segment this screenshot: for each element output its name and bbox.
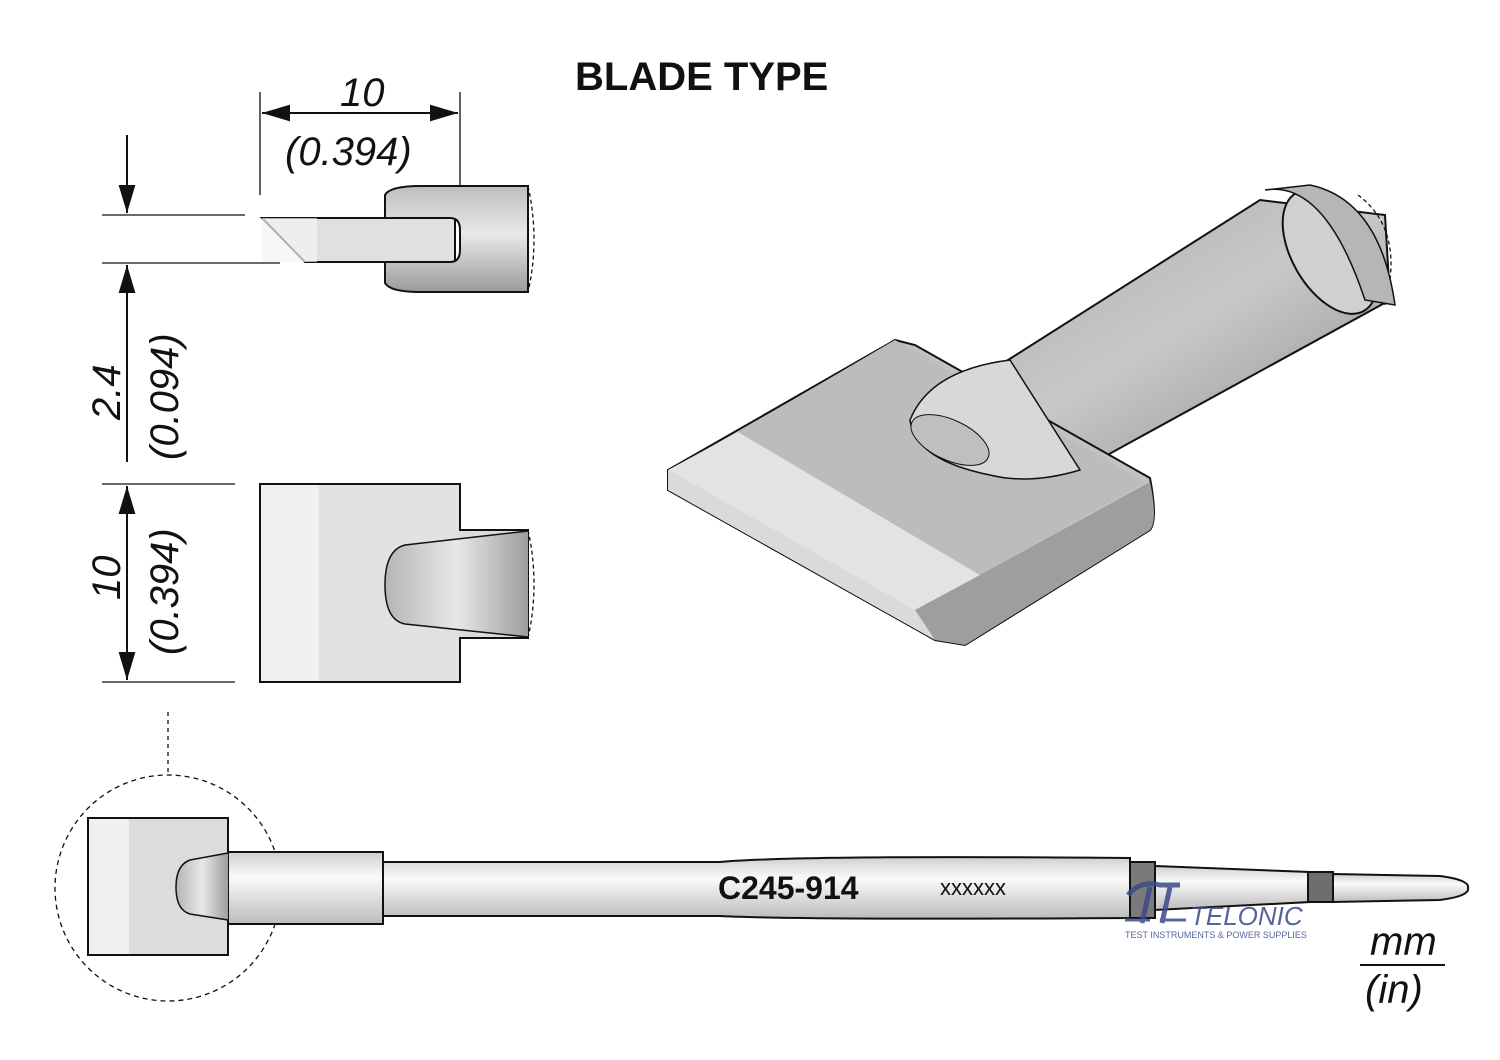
part-code: C245-914 <box>718 870 859 906</box>
thickness-in: (0.094) <box>143 333 187 460</box>
top-width-in: (0.394) <box>285 130 412 174</box>
thickness-dimension: 2.4 (0.094) <box>85 135 280 462</box>
front-view: 10 (0.394) <box>85 483 535 683</box>
height-mm: 10 <box>85 556 129 601</box>
serial-code: xxxxxx <box>940 875 1006 900</box>
drawing-title: BLADE TYPE <box>575 55 828 99</box>
unit-legend: mm (in) <box>1360 920 1445 1012</box>
telonic-logo: TELONIC TEST INSTRUMENTS & POWER SUPPLIE… <box>1125 881 1307 940</box>
height-in: (0.394) <box>143 528 187 655</box>
thickness-mm: 2.4 <box>85 364 129 421</box>
unit-mm: mm <box>1370 920 1437 964</box>
logo-tagline: TEST INSTRUMENTS & POWER SUPPLIES <box>1125 930 1307 940</box>
unit-in: (in) <box>1365 968 1423 1012</box>
shank-head-side <box>384 185 529 293</box>
isometric-view <box>667 184 1396 647</box>
full-tip-view: C245-914 xxxxxx <box>54 712 1470 1002</box>
logo-brand: TELONIC <box>1190 901 1303 931</box>
top-view: 10 (0.394) <box>259 71 535 293</box>
top-width-mm: 10 <box>340 71 385 115</box>
